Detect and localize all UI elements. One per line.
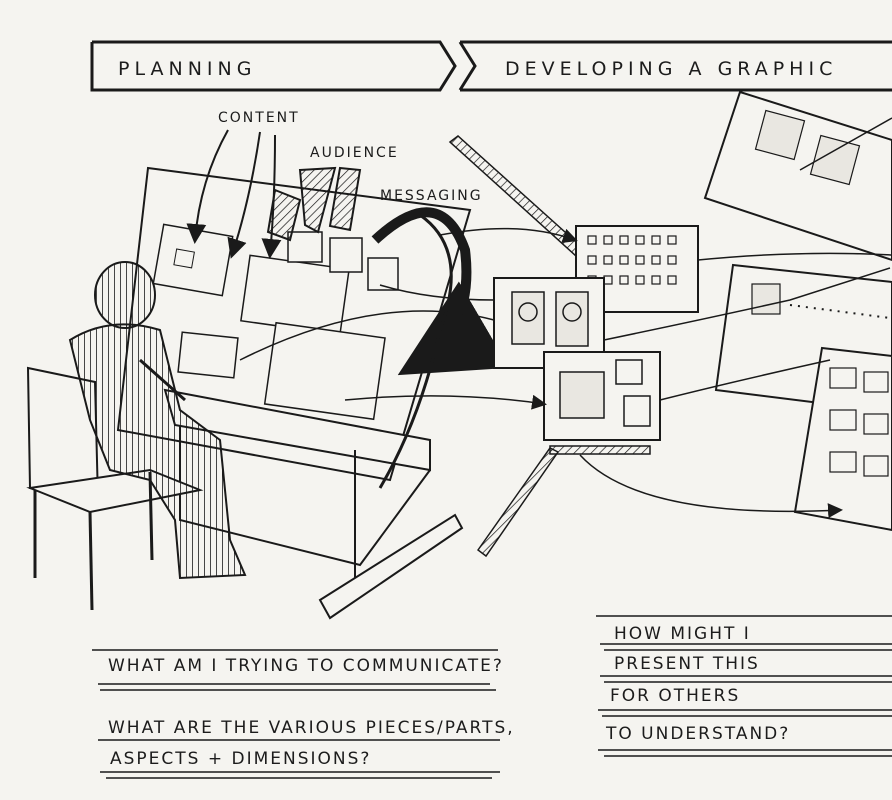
chair [26, 366, 204, 611]
person-figure [68, 261, 247, 580]
audience-label: Audience [310, 145, 399, 161]
question-communicate: What am I trying to communicate? [108, 656, 504, 676]
question-present-line2: present this [614, 654, 760, 674]
hatched-beam [448, 135, 651, 558]
board-card-4 [177, 331, 239, 379]
content-label: Content [218, 110, 300, 126]
audience-arrows [266, 166, 362, 242]
banner-developing-label: Developing a graphic [505, 58, 838, 80]
banner-planning-label: Planning [118, 58, 257, 80]
banner-developing [458, 40, 892, 92]
question-pieces-line1: What are the various pieces/parts, [108, 718, 515, 738]
messaging-swirl-arrow [371, 207, 510, 489]
question-pieces-line2: aspects + dimensions? [110, 749, 372, 769]
desk [163, 388, 464, 620]
question-underlines [92, 615, 892, 779]
storyboard-top-right [703, 90, 892, 262]
icons-sheet [575, 225, 699, 313]
board-card-3 [263, 321, 386, 421]
question-present-line1: How might I [614, 624, 751, 644]
board-card-5 [287, 231, 399, 291]
appliance-frame [543, 351, 661, 441]
question-present-line4: to understand? [606, 724, 791, 744]
messaging-label: Messaging [380, 188, 483, 204]
question-present-line3: for others [610, 686, 741, 706]
connector-lines [239, 117, 892, 519]
board-card-1 [152, 223, 234, 297]
storyboard-bottom-right [793, 346, 892, 532]
banner-planning [90, 40, 457, 92]
